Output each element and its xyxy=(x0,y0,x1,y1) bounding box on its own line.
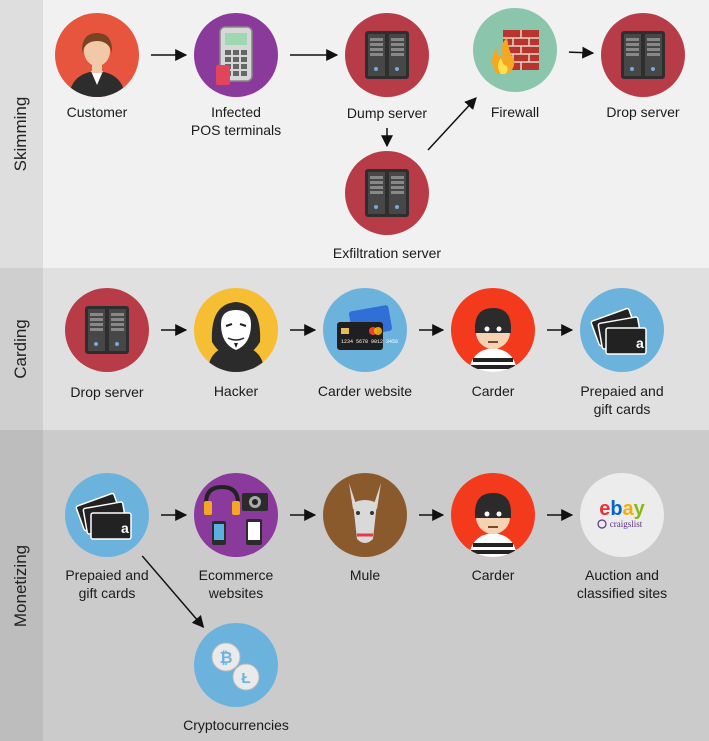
svg-text:₿: ₿ xyxy=(219,649,232,667)
svg-text:1234 5678 9012 3456: 1234 5678 9012 3456 xyxy=(341,339,398,345)
burglar-icon xyxy=(469,493,517,557)
ebay-craigslist-icon: ebay craigslist xyxy=(597,498,646,529)
node-drop2 xyxy=(65,288,149,372)
gift-cards-icon: aaa xyxy=(590,307,647,355)
node-carder1 xyxy=(451,288,535,372)
node-label-mule: Mule xyxy=(349,567,381,583)
node-label-dump: Dump server xyxy=(346,105,428,121)
node-prepaid2: aaa xyxy=(65,473,149,557)
pos-terminal-icon xyxy=(216,26,253,85)
node-dump xyxy=(345,13,429,97)
node-mule xyxy=(323,473,407,557)
node-label-carderweb: Carder website xyxy=(317,383,413,399)
node-label-carder2: Carder xyxy=(471,567,515,583)
crypto-coins-icon: ₿ Ł xyxy=(211,642,260,691)
node-label-crypto: Cryptocurrencies xyxy=(183,717,289,733)
node-label-pos: Infected POS terminals xyxy=(190,104,282,138)
node-label-drop2: Drop server xyxy=(70,384,144,400)
arrow-firewall-to-drop1 xyxy=(568,46,595,59)
node-label-prepaid1: Prepaied and gift cards xyxy=(580,383,664,417)
server-icon xyxy=(365,31,409,79)
node-hacker xyxy=(194,288,278,372)
server-icon xyxy=(85,306,129,354)
electronics-icon xyxy=(204,484,268,545)
burglar-icon xyxy=(469,308,517,372)
node-label-carder1: Carder xyxy=(471,383,515,399)
band-carding-side xyxy=(0,268,43,430)
node-label-ecommerce: Ecommerce websites xyxy=(198,567,274,601)
node-pos xyxy=(194,13,278,97)
node-label-drop1: Drop server xyxy=(606,104,680,120)
arrow-prepaid2-to-crypto xyxy=(141,555,205,629)
customer-icon xyxy=(69,33,125,97)
node-label-exfil: Exfiltration server xyxy=(332,245,442,261)
node-firewall xyxy=(473,8,557,92)
node-drop1 xyxy=(601,13,685,97)
node-label-auction: Auction and classified sites xyxy=(576,567,668,601)
svg-text:Ł: Ł xyxy=(241,670,250,687)
node-exfil xyxy=(345,151,429,235)
svg-text:a: a xyxy=(121,520,129,536)
mule-icon xyxy=(349,483,381,543)
node-label-customer: Customer xyxy=(66,104,128,120)
node-label-prepaid2: Prepaied and gift cards xyxy=(65,567,149,601)
node-label-firewall: Firewall xyxy=(490,104,540,120)
node-carder2 xyxy=(451,473,535,557)
server-icon xyxy=(365,169,409,217)
node-crypto: ₿ Ł xyxy=(194,623,278,707)
svg-text:a: a xyxy=(636,335,644,351)
node-ecommerce xyxy=(194,473,278,557)
node-carderweb: 1234 5678 9012 3456 xyxy=(323,288,407,372)
gift-cards-icon: aaa xyxy=(75,492,132,540)
band-skimming-side xyxy=(0,0,43,268)
firewall-icon xyxy=(492,30,539,74)
node-customer xyxy=(55,13,139,97)
svg-text:craigslist: craigslist xyxy=(610,519,643,529)
node-prepaid1: aaa xyxy=(580,288,664,372)
svg-text:ebay: ebay xyxy=(599,498,645,520)
node-label-hacker: Hacker xyxy=(213,383,259,399)
hacker-mask-icon xyxy=(208,302,264,372)
node-auction: ebay craigslist xyxy=(580,473,664,557)
server-icon xyxy=(621,31,665,79)
credit-cards-icon: 1234 5678 9012 3456 xyxy=(337,305,398,350)
arrow-exfil-to-firewall xyxy=(427,97,477,151)
band-monetizing-side xyxy=(0,430,43,741)
